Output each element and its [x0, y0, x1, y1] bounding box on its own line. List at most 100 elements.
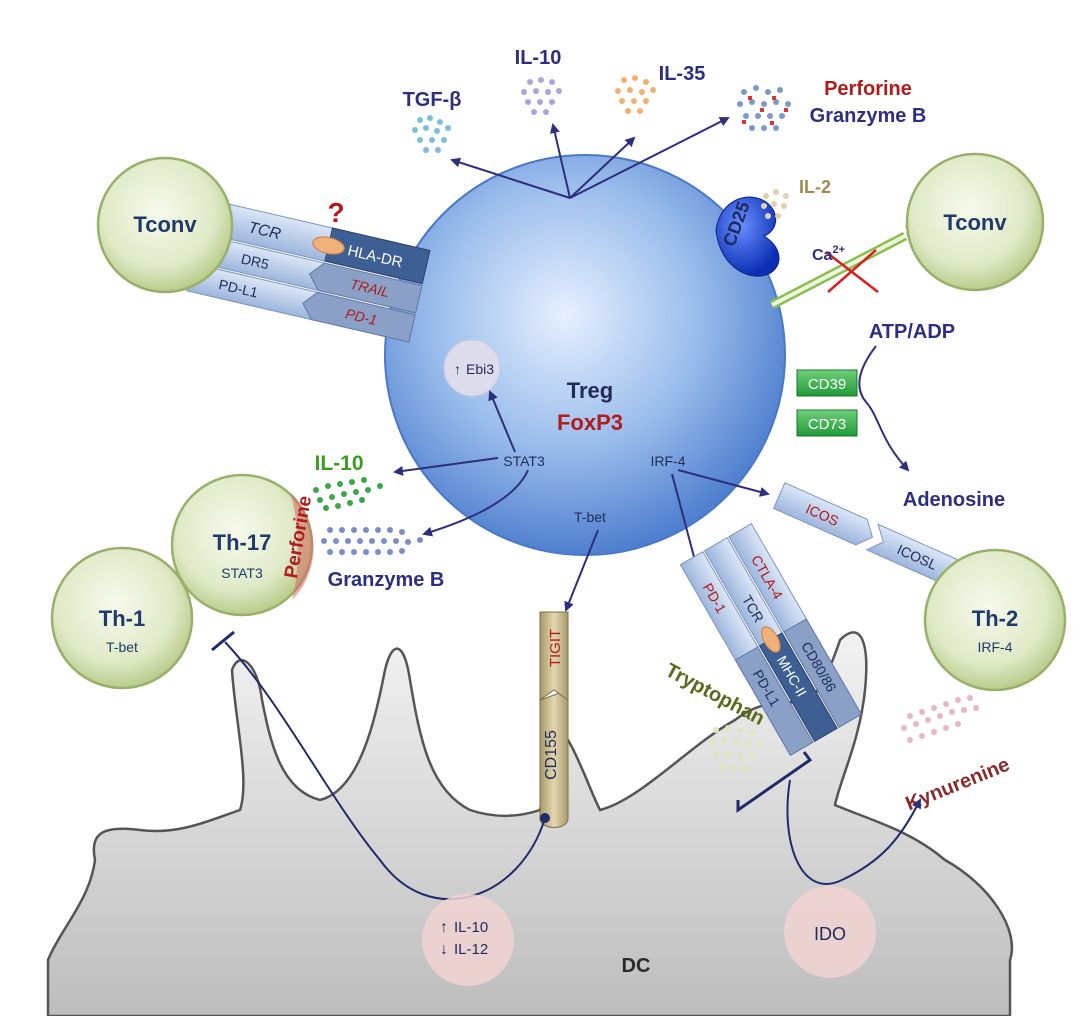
to-perforine-arrow: [569, 117, 730, 199]
atp-adp-label: ATP/ADP: [869, 321, 955, 343]
dr5-label: DR5: [240, 250, 271, 272]
ca-base: Ca: [812, 247, 833, 264]
ebi3-label: Ebi3: [466, 361, 494, 377]
secretion-arrows: [450, 117, 730, 199]
il10-left-label: IL-10: [314, 452, 363, 475]
tigit-receptor: [539, 611, 569, 701]
granzyme-top-label: Granzyme B: [810, 105, 927, 127]
il10-up-arrow: ↑: [440, 919, 448, 936]
tgf-beta-label: TGF-β: [403, 89, 462, 111]
stat3-to-granzyme-arrow: [422, 469, 529, 537]
to-il10-arrow: [549, 123, 571, 199]
tconv-right-cell: Tconv: [905, 152, 1045, 292]
th2-cell: Th-2 IRF-4: [923, 548, 1067, 692]
cd73-receptor: [796, 409, 858, 437]
to-tgf-beta-arrow: [450, 157, 571, 199]
th1-tbet-label: T-bet: [106, 639, 138, 655]
treg-cell: Treg FoxP3 ↑ Ebi3 STAT3 IRF-4 T-bet: [384, 154, 786, 556]
cd155-label: CD155: [543, 730, 560, 780]
th2-label: Th-2: [972, 606, 1018, 631]
trail-receptor: [308, 262, 423, 314]
th1-inhibition-bar: [211, 630, 235, 652]
pdl1-right-receptor: [734, 646, 814, 756]
perforine-granzyme-granules: [737, 85, 791, 131]
irf4-to-ctla4-arrow: [671, 473, 701, 574]
ca-block-cross-2: [827, 249, 877, 293]
cd39-receptor: [796, 369, 858, 397]
tbet-label: T-bet: [574, 509, 606, 525]
dc-body: [46, 631, 1014, 1016]
th17-label: Th-17: [213, 530, 272, 555]
th17-stat3-label: STAT3: [221, 565, 263, 581]
tconv-left-label: Tconv: [133, 212, 197, 237]
question-mark: ?: [327, 197, 344, 228]
dendritic-cell: [46, 631, 1014, 1016]
atp-to-adenosine-arrow: [858, 345, 910, 472]
il2-granules: [761, 189, 789, 219]
il10-up-label: IL-10: [454, 919, 488, 936]
perforine-top-label: Perforine: [824, 78, 912, 100]
ebi3-bubble: [443, 339, 501, 397]
cytokine-shift-bubble: [422, 894, 514, 986]
perforine-crescent: [290, 492, 314, 600]
cd25-receptor: CD25: [715, 196, 780, 277]
stat3-to-ebi3-arrow: [488, 390, 516, 453]
ca-label: Ca2+: [812, 244, 845, 264]
tconv-left-cell: Tconv: [96, 156, 234, 294]
pd-1-left-label: PD-1: [344, 305, 379, 328]
tigit-cd155-pair: TIGIT CD155: [539, 611, 569, 828]
il10-top-granules: [521, 77, 562, 115]
ido-pathway: IDO: [736, 751, 921, 978]
granzyme-left-granules: [321, 527, 423, 555]
tconv-right-body: [905, 152, 1045, 292]
th2-body: [923, 548, 1067, 692]
to-il35-arrow: [569, 136, 636, 199]
granzyme-left-label: Granzyme B: [328, 569, 445, 591]
tconv-right-label: Tconv: [943, 210, 1007, 235]
kynurenine-label: Kynurenine: [903, 754, 1013, 816]
adenosine-label: Adenosine: [903, 489, 1005, 511]
dc-label: DC: [622, 955, 651, 977]
il12-down-label: IL-12: [454, 941, 488, 958]
th2-irf4-label: IRF-4: [978, 639, 1013, 655]
pd-1-receptor: [302, 291, 416, 343]
ido-label: IDO: [814, 924, 846, 944]
ido-bubble: [784, 886, 876, 978]
cd25-shape: [715, 196, 780, 277]
stat3-label: STAT3: [503, 453, 545, 469]
tgf-beta-granules: [412, 115, 451, 153]
tigit-label: TIGIT: [547, 629, 564, 667]
foxp3-label: FoxP3: [557, 410, 623, 435]
cd39-label: CD39: [808, 376, 846, 393]
internal-signaling-arrows: [393, 390, 770, 612]
il35-label: IL-35: [659, 63, 706, 85]
th1-label: Th-1: [99, 606, 145, 631]
cd73-label: CD73: [808, 416, 846, 433]
ca-superscript: 2+: [832, 244, 845, 256]
il10-top-label: IL-10: [515, 47, 562, 69]
upper-left-receptor-band: TCR HLA-DR DR5 TRAIL PD-L1 PD-1: [186, 197, 431, 343]
il12-down-arrow: ↓: [440, 941, 448, 958]
il2-label: IL-2: [799, 177, 831, 197]
ido-bracket: [736, 751, 813, 813]
ebi3-up-arrow: ↑: [454, 361, 461, 377]
irf4-label: IRF-4: [651, 453, 686, 469]
th1-body: [50, 546, 194, 690]
ca-transfer-shaft-inner: [771, 234, 906, 307]
peptide-ellipse: [312, 236, 345, 255]
irf4-to-icos-arrow: [677, 469, 770, 497]
kynurenine-granules: [901, 695, 979, 743]
adenosine-pathway: CD39 CD73 ATP/ADP Adenosine: [796, 321, 1005, 511]
cd8086-receptor: [783, 618, 863, 728]
cd155-receptor: [539, 689, 569, 828]
icos-receptor: [772, 482, 874, 546]
icosl-receptor: [865, 523, 960, 587]
il10-left-granules: [313, 477, 383, 511]
gap-junction-arrow: Ca2+: [769, 226, 920, 309]
tconv-left-body: [96, 156, 234, 294]
treg-body: [384, 154, 786, 556]
peptide-right-ellipse: [761, 626, 781, 653]
tbet-to-tigit-arrow: [564, 529, 599, 612]
il10-il12-bubble: ↑ IL-10 ↓ IL-12: [422, 894, 514, 986]
